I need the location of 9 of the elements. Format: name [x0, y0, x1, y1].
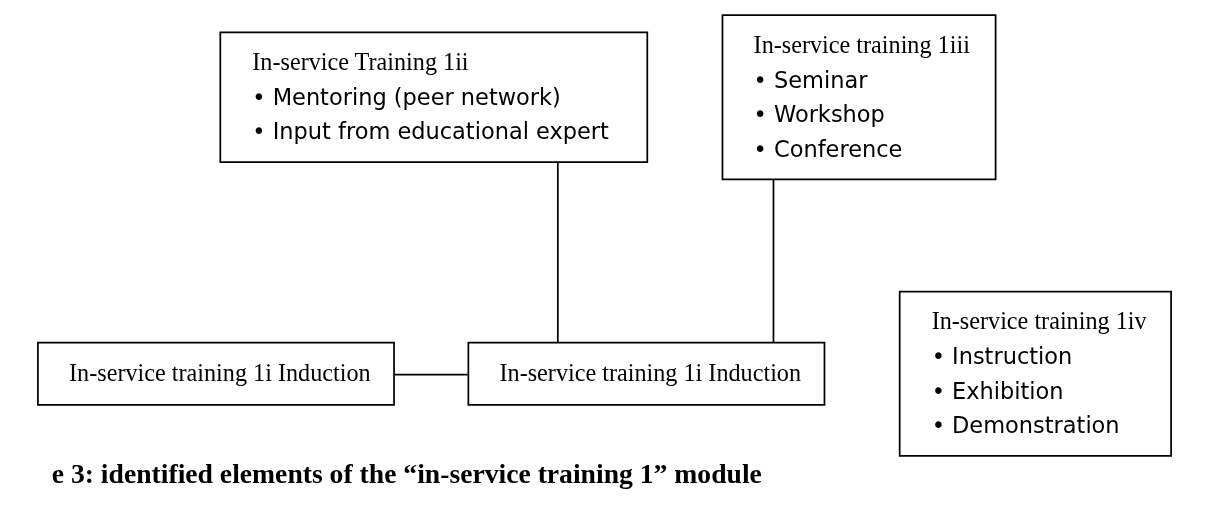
connector — [772, 178, 774, 344]
connector — [392, 373, 469, 376]
caption: e 3: identified elements of the “in-service training 1” module — [51, 458, 762, 490]
node-box: In-service Training 1ii • Mentoring (peer network) • Input from educational expert — [218, 31, 648, 163]
node-box: In-service training 1iii • Seminar • Workshop • Conference — [721, 14, 996, 181]
node-box: In-service training 1i Induction — [36, 341, 395, 406]
node-box: In-service training 1iv • Instruction • Exhibition • Demonstration — [898, 290, 1172, 457]
node-box: In-service training 1i Induction — [467, 341, 825, 406]
connector — [556, 161, 559, 344]
